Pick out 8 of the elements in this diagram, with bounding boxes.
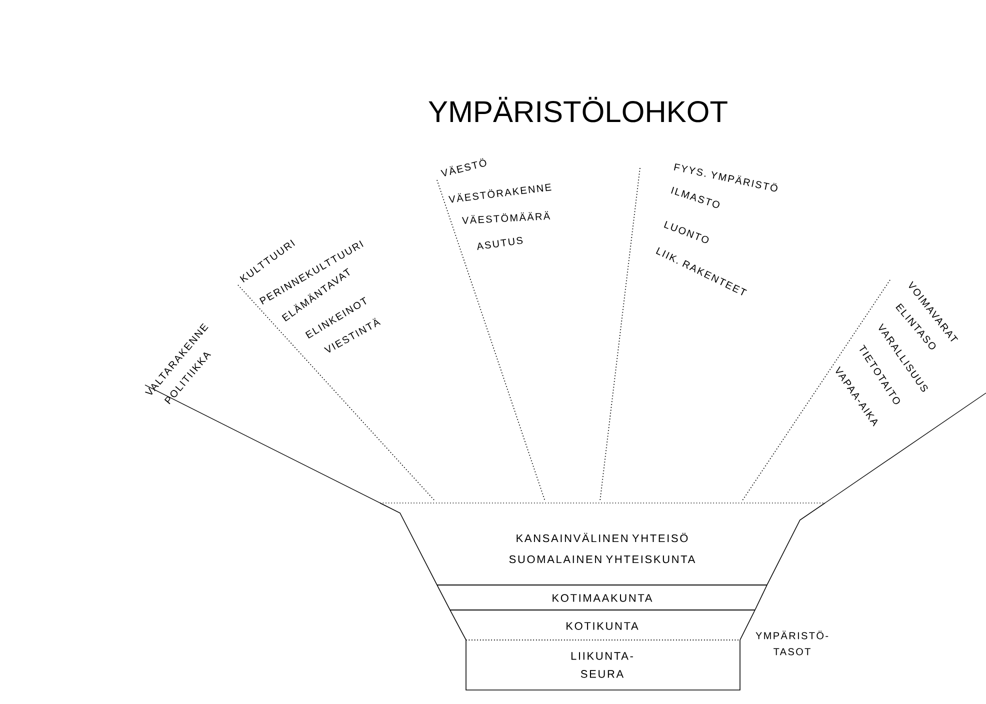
level-band: KOTIKUNTA bbox=[450, 610, 756, 640]
sector-item: ASUTUS bbox=[477, 236, 523, 250]
side-label: YMPÄRISTÖ- TASOT bbox=[756, 630, 828, 656]
title: YMPÄRISTÖLOHKOT bbox=[428, 96, 728, 122]
level-band: KOTIMAAKUNTA bbox=[436, 584, 768, 610]
level-band: LIIKUNTA- SEURA bbox=[466, 640, 740, 690]
sector-item: VÄESTÖMÄÄRÄ bbox=[462, 211, 550, 224]
level-band: KANSAINVÄLINEN YHTEISÖ SUOMALAINEN YHTEISKUNTA bbox=[380, 502, 826, 586]
